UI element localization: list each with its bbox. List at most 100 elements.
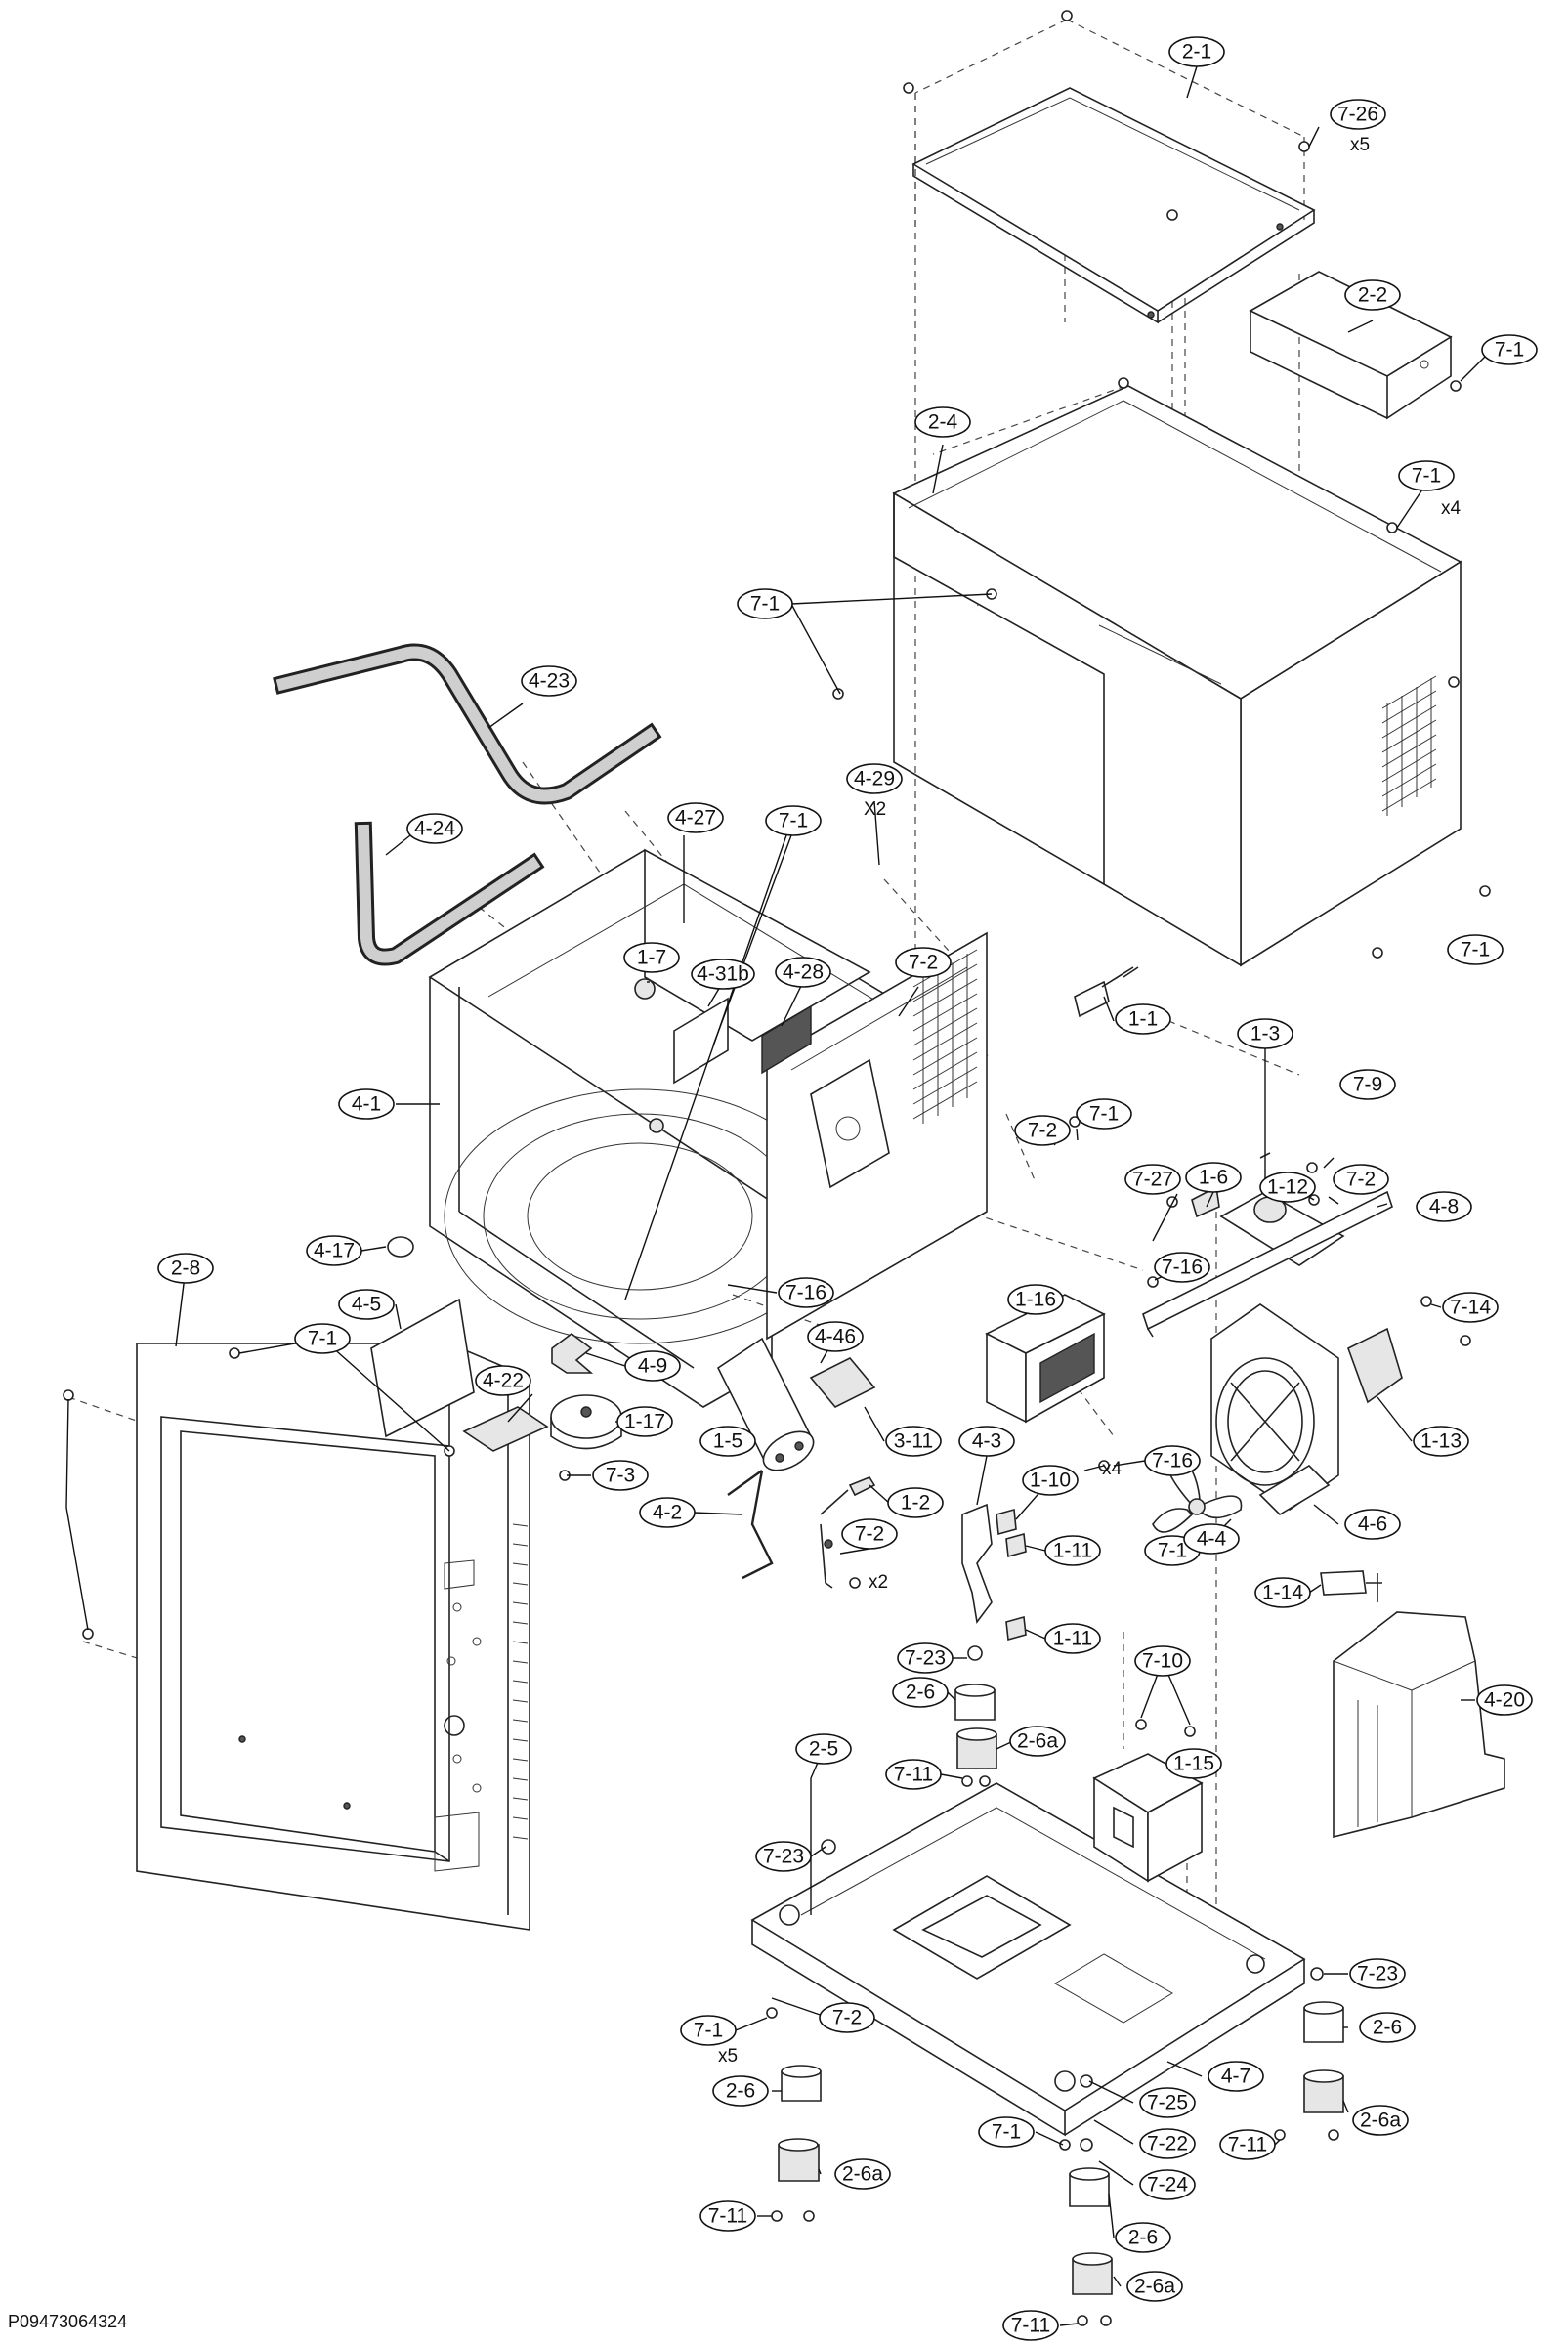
callout-7-3: 7-3 — [592, 1460, 649, 1491]
callout-2-6a: 2-6a — [1352, 2105, 1409, 2136]
svg-text:1-11: 1-11 — [1053, 1628, 1092, 1650]
outer-cabinet — [892, 385, 1462, 967]
svg-text:7-1: 7-1 — [1089, 1103, 1119, 1126]
lamp-socket-1-14 — [1320, 1570, 1382, 1602]
fuse-1-2-wire — [820, 1523, 833, 1589]
callout-4-4: 4-4 — [1183, 1523, 1240, 1555]
svg-text:4-23: 4-23 — [529, 670, 570, 693]
svg-text:7-9: 7-9 — [1353, 1074, 1382, 1096]
microswitch-1-11-lower — [1005, 1615, 1027, 1642]
cover-4-5 — [370, 1298, 475, 1438]
svg-text:4-9: 4-9 — [638, 1355, 667, 1378]
svg-text:4-2: 4-2 — [653, 1502, 682, 1524]
qty-7-1-cabinet: x4 — [1441, 498, 1462, 519]
shield-box — [1249, 271, 1453, 420]
callout-1-2: 1-2 — [887, 1487, 944, 1518]
svg-text:7-26: 7-26 — [1337, 104, 1378, 126]
svg-text:7-10: 7-10 — [1142, 1650, 1183, 1673]
foot-2-6-right — [1303, 2001, 1344, 2043]
cabinet-vent-holes — [1381, 675, 1437, 816]
callout-4-9: 4-9 — [624, 1350, 681, 1382]
qty-4-29: X2 — [864, 799, 886, 820]
bracket-4-2 — [727, 1470, 774, 1580]
foot-2-6a-top — [956, 1727, 997, 1769]
svg-text:2-6: 2-6 — [726, 2080, 755, 2103]
svg-text:4-28: 4-28 — [783, 961, 824, 984]
callout-7-2: 7-2 — [819, 2002, 875, 2033]
callout-7-1: 7-1 — [1481, 334, 1538, 365]
door-frame-slots — [512, 1523, 529, 1840]
callout-7-16: 7-16 — [778, 1277, 834, 1308]
part-callouts: 2-1 7-26 2-2 7-1 7-1 2-4 7-1 4-23 4-29 4… — [157, 36, 1538, 2341]
diode-1-2 — [820, 1476, 876, 1515]
svg-text:7-2: 7-2 — [832, 2007, 862, 2029]
leader-lines — [65, 65, 1486, 2326]
callout-7-1: 7-1 — [1447, 934, 1504, 965]
svg-text:2-5: 2-5 — [809, 1738, 838, 1761]
svg-text:7-1: 7-1 — [779, 810, 808, 832]
svg-text:2-6: 2-6 — [1128, 2227, 1158, 2249]
svg-text:1-17: 1-17 — [624, 1411, 665, 1433]
svg-text:7-16: 7-16 — [1162, 1257, 1203, 1279]
callout-1-5: 1-5 — [699, 1426, 756, 1457]
callout-1-15: 1-15 — [1165, 1748, 1222, 1779]
callout-4-8: 4-8 — [1416, 1191, 1472, 1222]
svg-text:7-2: 7-2 — [1028, 1120, 1057, 1142]
callout-4-5: 4-5 — [338, 1289, 395, 1320]
svg-text:1-13: 1-13 — [1420, 1430, 1462, 1453]
connector-3-11 — [809, 1357, 876, 1408]
capacitor-1-5 — [716, 1337, 815, 1471]
callout-4-7: 4-7 — [1208, 2061, 1264, 2092]
callout-1-11: 1-11 — [1044, 1623, 1101, 1654]
svg-text:4-31b: 4-31b — [697, 963, 749, 986]
callout-7-2: 7-2 — [895, 947, 952, 978]
svg-text:7-14: 7-14 — [1450, 1297, 1491, 1319]
svg-text:4-29: 4-29 — [854, 768, 895, 790]
callout-7-22: 7-22 — [1139, 2128, 1196, 2159]
svg-text:7-23: 7-23 — [1357, 1963, 1398, 1985]
svg-text:4-5: 4-5 — [352, 1294, 381, 1316]
svg-text:1-16: 1-16 — [1015, 1289, 1056, 1311]
callout-1-14: 1-14 — [1254, 1577, 1311, 1608]
svg-text:1-11: 1-11 — [1053, 1540, 1092, 1562]
callout-4-2: 4-2 — [639, 1497, 696, 1528]
qty-7-1-base: x5 — [718, 2046, 738, 2067]
callout-7-27: 7-27 — [1124, 1164, 1181, 1195]
svg-text:2-6: 2-6 — [906, 1682, 935, 1704]
svg-text:1-5: 1-5 — [713, 1430, 742, 1453]
main-chassis — [428, 848, 989, 1408]
callout-4-22: 4-22 — [475, 1365, 531, 1396]
callout-4-28: 4-28 — [775, 957, 831, 988]
callout-7-14: 7-14 — [1442, 1292, 1499, 1323]
callout-2-8: 2-8 — [157, 1253, 214, 1284]
qty-7-2-screws: x2 — [869, 1572, 888, 1593]
callout-7-1: 7-1 — [1076, 1098, 1132, 1130]
svg-text:7-1: 7-1 — [1412, 465, 1441, 488]
qty-1-16-screws: x4 — [1102, 1459, 1123, 1479]
callout-7-2: 7-2 — [841, 1518, 898, 1550]
svg-text:2-8: 2-8 — [171, 1258, 200, 1280]
waveguide-tube-top — [273, 643, 662, 805]
callout-4-20: 4-20 — [1476, 1684, 1533, 1716]
svg-text:2-6a: 2-6a — [1134, 2276, 1175, 2298]
callout-3-11: 3-11 — [885, 1426, 942, 1457]
callout-7-24: 7-24 — [1139, 2169, 1196, 2200]
callout-4-17: 4-17 — [306, 1235, 362, 1266]
svg-text:7-23: 7-23 — [905, 1647, 946, 1670]
thermostat-1-7 — [634, 978, 656, 1000]
transformer-1-16 — [985, 1294, 1106, 1424]
base-plate — [750, 1782, 1306, 2137]
air-duct-4-20 — [1333, 1611, 1505, 1839]
callout-2-2: 2-2 — [1344, 279, 1401, 311]
callout-7-1: 7-1 — [1398, 460, 1455, 491]
top-cover-panel — [911, 87, 1316, 324]
svg-text:7-1: 7-1 — [1461, 939, 1490, 961]
callout-2-6: 2-6 — [1359, 2012, 1416, 2043]
callout-7-1: 7-1 — [680, 2015, 737, 2046]
svg-text:7-22: 7-22 — [1147, 2133, 1188, 2155]
callout-2-6: 2-6 — [892, 1677, 949, 1708]
callout-4-1: 4-1 — [338, 1088, 395, 1120]
waveguide-tube-lower — [354, 821, 545, 966]
callout-7-2: 7-2 — [1014, 1115, 1071, 1146]
